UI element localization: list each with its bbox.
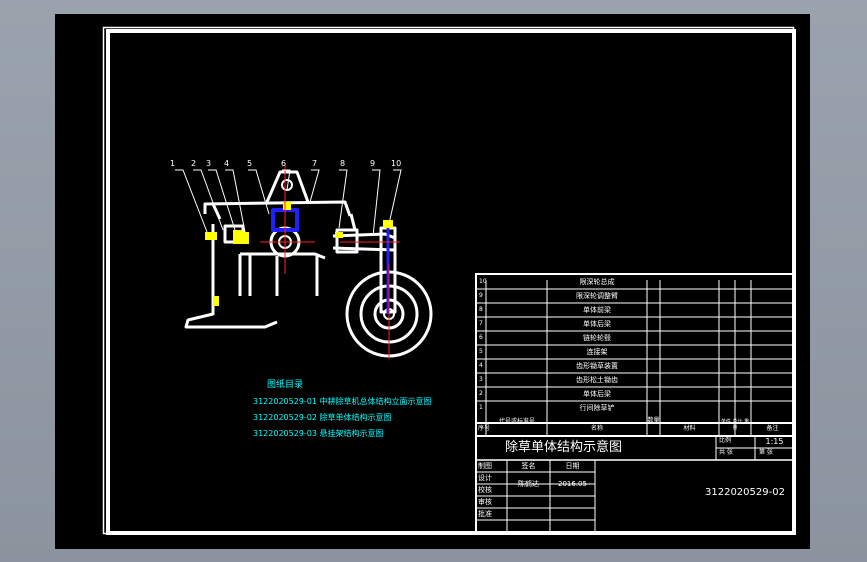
part-name: 单体前梁 xyxy=(583,306,611,314)
header-weight: 单件 总计 重量 xyxy=(720,419,750,431)
outer-border xyxy=(102,26,795,535)
part-name: 齿形锄草装置 xyxy=(576,362,618,370)
callout-3: 3 xyxy=(206,159,212,168)
part-name: 限深轮总成 xyxy=(579,278,615,286)
sign-header: 签名 xyxy=(521,462,536,470)
header-qty: 数量 xyxy=(647,417,660,424)
catalog-entry[interactable]: 3122020529-02 除草单体结构示意图 xyxy=(253,413,392,422)
part-name: 单体后梁 xyxy=(583,320,611,328)
upper-frame-beam xyxy=(203,200,352,217)
arm-bracket xyxy=(335,228,359,254)
part-no: 2 xyxy=(479,390,483,397)
designer-signature: 陈鹤达 xyxy=(518,480,539,488)
sheet-number: 第 张 xyxy=(759,449,773,456)
centerlines xyxy=(260,164,400,359)
part-no: 6 xyxy=(479,334,483,341)
callout-2: 2 xyxy=(191,159,197,168)
front-shank-sweep xyxy=(184,224,278,329)
callout-1: 1 xyxy=(170,159,176,168)
callout-9: 9 xyxy=(370,159,376,168)
callout-4: 4 xyxy=(224,159,230,168)
part-no: 7 xyxy=(479,320,483,327)
part-no: 10 xyxy=(479,278,487,285)
part-no: 1 xyxy=(479,404,483,411)
catalog-heading: 图纸目录 xyxy=(267,380,304,390)
yellow-clamp-2 xyxy=(233,230,243,244)
callout-5: 5 xyxy=(247,159,253,168)
scale-value: 1:15 xyxy=(765,437,784,446)
role-label: 审核 xyxy=(478,498,492,506)
date-header: 日期 xyxy=(565,462,580,470)
inner-border xyxy=(106,29,796,535)
drawing-title: 除草单体结构示意图 xyxy=(505,440,623,455)
role-label: 制图 xyxy=(478,462,492,470)
title-block-frame xyxy=(475,273,795,534)
part-no: 8 xyxy=(479,306,483,313)
role-label: 批准 xyxy=(478,510,492,518)
yellow-components xyxy=(205,202,393,306)
callout-7: 7 xyxy=(312,159,318,168)
callout-8: 8 xyxy=(340,159,346,168)
catalog-entry[interactable]: 3122020529-01 中耕除草机总体结构立面示意图 xyxy=(253,397,432,406)
part-name: 连接架 xyxy=(586,348,608,356)
part-name: 齿形松土锄齿 xyxy=(576,376,618,384)
drawing-number: 3122020529-02 xyxy=(705,487,785,498)
part-no: 9 xyxy=(479,292,483,299)
sheet-count: 共 张 xyxy=(719,449,733,456)
yellow-cap xyxy=(383,220,393,228)
role-label: 校核 xyxy=(478,486,492,494)
design-date: 2016.05 xyxy=(558,480,587,488)
part-no: 3 xyxy=(479,376,483,383)
hitch-mast xyxy=(265,170,310,203)
header-material: 材料 xyxy=(683,425,696,432)
yellow-pin xyxy=(283,202,291,210)
header-name: 名称 xyxy=(590,425,603,432)
cad-viewport[interactable]: 1 2 3 4 5 6 7 8 9 10 图纸目录 3122020529-01 … xyxy=(55,14,810,549)
part-name: 单体后梁 xyxy=(583,390,611,398)
yellow-clamp-4 xyxy=(335,232,343,238)
yellow-clamp-1 xyxy=(205,232,217,240)
header-no: 序号 xyxy=(478,425,491,432)
title-block-grid xyxy=(475,273,795,534)
callout-6: 6 xyxy=(281,159,287,168)
role-label: 设计 xyxy=(478,474,492,482)
callout-10: 10 xyxy=(391,159,402,168)
arm-support xyxy=(349,213,357,231)
header-remark: 备注 xyxy=(766,425,779,432)
catalog-entry[interactable]: 3122020529-03 悬挂架结构示意图 xyxy=(253,429,384,438)
leader-lines xyxy=(175,169,402,237)
part-no: 5 xyxy=(479,348,483,355)
yellow-bolt xyxy=(213,296,219,306)
lower-frame-beam xyxy=(240,252,326,260)
yellow-clamp-3 xyxy=(241,232,249,244)
drawing-canvas xyxy=(102,26,796,535)
part-name: 限深轮调整臂 xyxy=(576,292,618,300)
part-no: 4 xyxy=(479,362,483,369)
header-code: 代号或标准号 xyxy=(498,418,535,425)
scale-label: 比例 xyxy=(719,437,732,444)
part-name: 链轮轮毂 xyxy=(583,334,611,342)
part-name: 行间除草铲 xyxy=(579,404,615,412)
